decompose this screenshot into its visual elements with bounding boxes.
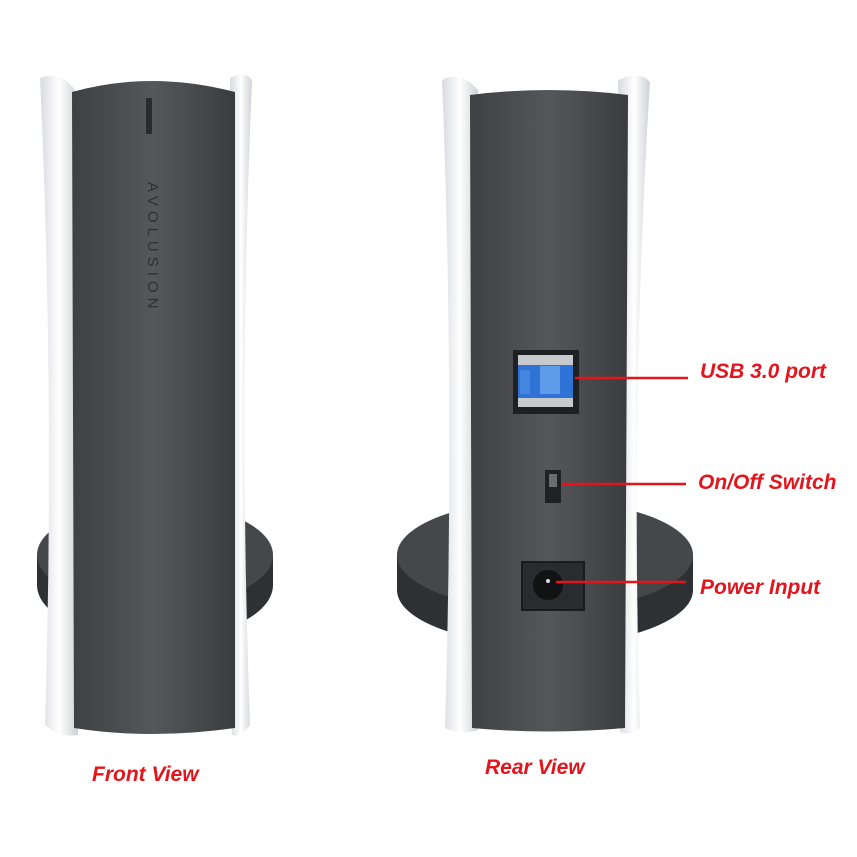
rear-device (397, 75, 693, 734)
front-shell (40, 75, 78, 736)
on-off-switch-label: On/Off Switch (698, 471, 837, 494)
usb-port-label: USB 3.0 port (700, 360, 827, 383)
brand-logo: AVOLUSION (144, 182, 161, 313)
front-notch (146, 98, 152, 134)
power-input-label: Power Input (700, 576, 821, 599)
usb-port (513, 350, 579, 414)
front-device: AVOLUSION (37, 74, 273, 736)
front-view-caption: Front View (92, 763, 199, 786)
rear-view-caption: Rear View (485, 756, 585, 779)
power-switch (545, 470, 561, 503)
power-jack (521, 561, 585, 611)
front-body (72, 81, 235, 734)
rear-shell (442, 76, 478, 733)
